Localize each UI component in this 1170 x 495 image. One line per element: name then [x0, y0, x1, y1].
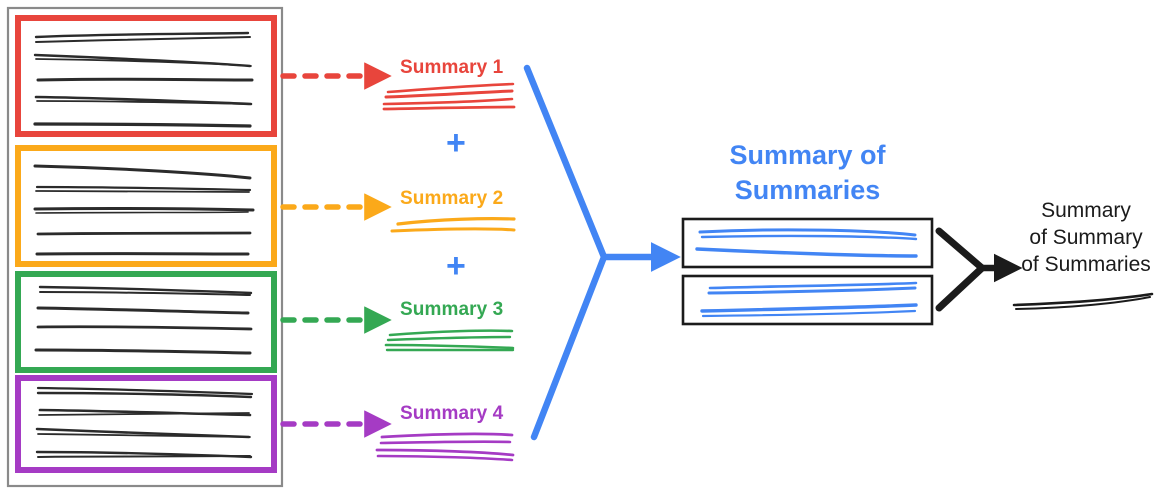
blue-merge-arrow	[523, 64, 681, 441]
plus-sign-1: +	[446, 124, 466, 162]
chunk-4-text-lines	[35, 386, 254, 459]
final-summary-title-line-1: Summary	[1041, 199, 1131, 222]
final-summary-title-line-3: of Summaries	[1021, 253, 1151, 276]
summary-1-label: Summary 1	[400, 57, 504, 78]
chunk-box-1	[15, 15, 277, 137]
sos-box-2	[681, 274, 934, 326]
chunk-box-4	[15, 375, 277, 473]
summary-of-summaries-title-line-2: Summaries	[734, 175, 881, 205]
chunk-box-3	[15, 271, 277, 373]
plus-sign-2: +	[446, 247, 466, 285]
summary-3-label: Summary 3	[400, 299, 504, 320]
summary-1-lines	[382, 82, 516, 111]
final-summary-line	[1012, 292, 1154, 310]
summary-3-lines	[384, 329, 515, 352]
summary-2-label: Summary 2	[400, 188, 504, 209]
summary-2-lines	[390, 217, 516, 233]
chunk-3-text-lines	[34, 285, 253, 355]
black-merge-arrow	[935, 227, 1023, 312]
summary-4-label: Summary 4	[400, 403, 504, 424]
summary-of-summaries-title-line-1: Summary of	[729, 140, 886, 170]
chunk-2-text-lines	[33, 164, 255, 256]
summary-4-lines	[375, 432, 515, 462]
chunk-1-text-lines	[33, 31, 254, 128]
sos-box-1	[681, 217, 934, 269]
final-summary-title-line-2: of Summary	[1029, 226, 1143, 249]
chunk-box-2	[15, 145, 277, 267]
source-document-container	[6, 6, 284, 488]
